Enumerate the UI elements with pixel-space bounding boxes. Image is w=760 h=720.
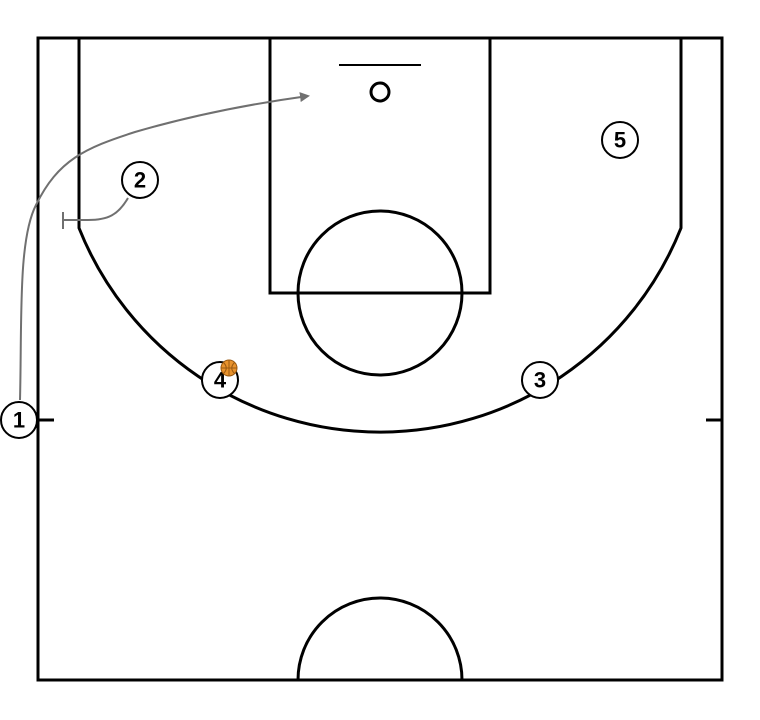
player-3: 3 — [521, 361, 559, 399]
player-1: 1 — [0, 401, 38, 439]
player-3-label: 3 — [534, 368, 546, 393]
player-5-label: 5 — [614, 128, 626, 153]
player-1-cut-path — [19, 92, 310, 401]
three-point-line — [77, 38, 683, 434]
basketball-icon — [220, 359, 238, 377]
rim — [369, 81, 391, 103]
player-2: 2 — [121, 161, 159, 199]
paint-lane — [268, 36, 492, 295]
center-circle — [296, 596, 464, 681]
player-2-label: 2 — [134, 168, 146, 193]
player-5: 5 — [601, 121, 639, 159]
player-2-screen-path — [63, 197, 129, 221]
free-throw-circle — [296, 209, 464, 377]
player-1-label: 1 — [13, 408, 25, 433]
